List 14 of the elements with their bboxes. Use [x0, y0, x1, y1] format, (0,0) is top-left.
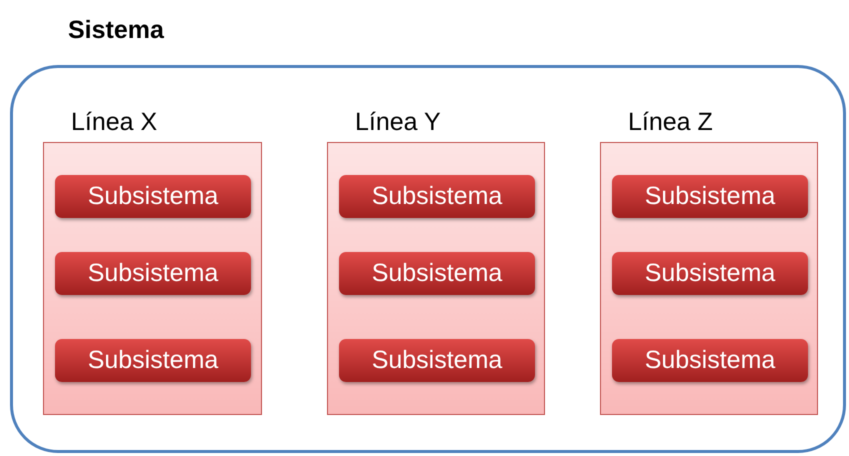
subsystem-box: Subsistema: [339, 252, 535, 295]
subsystem-box: Subsistema: [612, 339, 808, 382]
line-heading: Línea X: [71, 108, 158, 137]
subsystem-box: Subsistema: [55, 339, 251, 382]
subsystem-box: Subsistema: [55, 252, 251, 295]
line-heading: Línea Z: [628, 108, 713, 137]
line-heading: Línea Y: [355, 108, 441, 137]
system-container: [10, 65, 846, 453]
subsystem-box: Subsistema: [612, 252, 808, 295]
subsystem-box: Subsistema: [339, 175, 535, 218]
subsystem-box: Subsistema: [612, 175, 808, 218]
subsystem-box: Subsistema: [55, 175, 251, 218]
diagram-title: Sistema: [68, 16, 164, 45]
subsystem-box: Subsistema: [339, 339, 535, 382]
